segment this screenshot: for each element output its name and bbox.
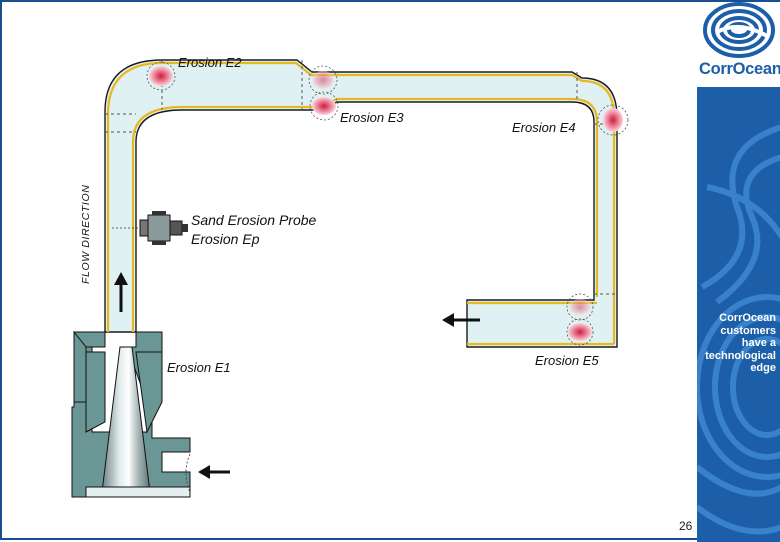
corrocean-logo-icon [703,2,775,58]
label-probe-title: Sand Erosion Probe [191,212,317,228]
erosion-spot-e4 [603,108,623,132]
label-erosion-e4: Erosion E4 [512,120,576,135]
page-number: 26 [679,519,693,533]
arrow-left-icon-inlet [198,465,230,479]
erosion-spot-e2 [149,66,173,86]
tagline-line: customers [720,324,776,337]
pipe-flow-diagram [71,59,629,498]
erosion-spot-e3a [312,71,334,89]
tagline-line: technological [705,349,776,362]
tagline-line: edge [750,362,776,374]
flow-direction-label: FLOW DIRECTION [80,184,92,284]
sand-erosion-probe [112,211,188,245]
tagline-line: have a [741,337,776,349]
swirl-decoration-icon [697,124,780,535]
flow-arrows [114,272,480,479]
pipe [104,59,618,348]
erosion-spot-e5a [569,299,591,315]
arrow-left-icon-outlet [442,313,480,327]
logo-text: CorrOcean [699,60,780,78]
erosion-spot-e3b [312,97,336,115]
sidebar: CorrOcean CorrOcean customers have a [697,2,780,542]
label-erosion-e3: Erosion E3 [340,110,404,125]
tagline: CorrOcean customers have a technological… [697,312,776,375]
choke-nozzle [71,330,191,498]
label-erosion-e2: Erosion E2 [178,55,242,70]
sidebar-blue-panel: CorrOcean customers have a technological… [697,87,780,542]
arrow-up-icon [114,272,128,312]
tagline-line: CorrOcean [719,312,776,324]
label-probe-erosion: Erosion Ep [191,231,260,247]
erosion-spot-e5b [568,323,592,341]
label-erosion-e1: Erosion E1 [167,360,231,375]
erosion-spots [146,61,629,346]
label-erosion-e5: Erosion E5 [535,353,599,368]
